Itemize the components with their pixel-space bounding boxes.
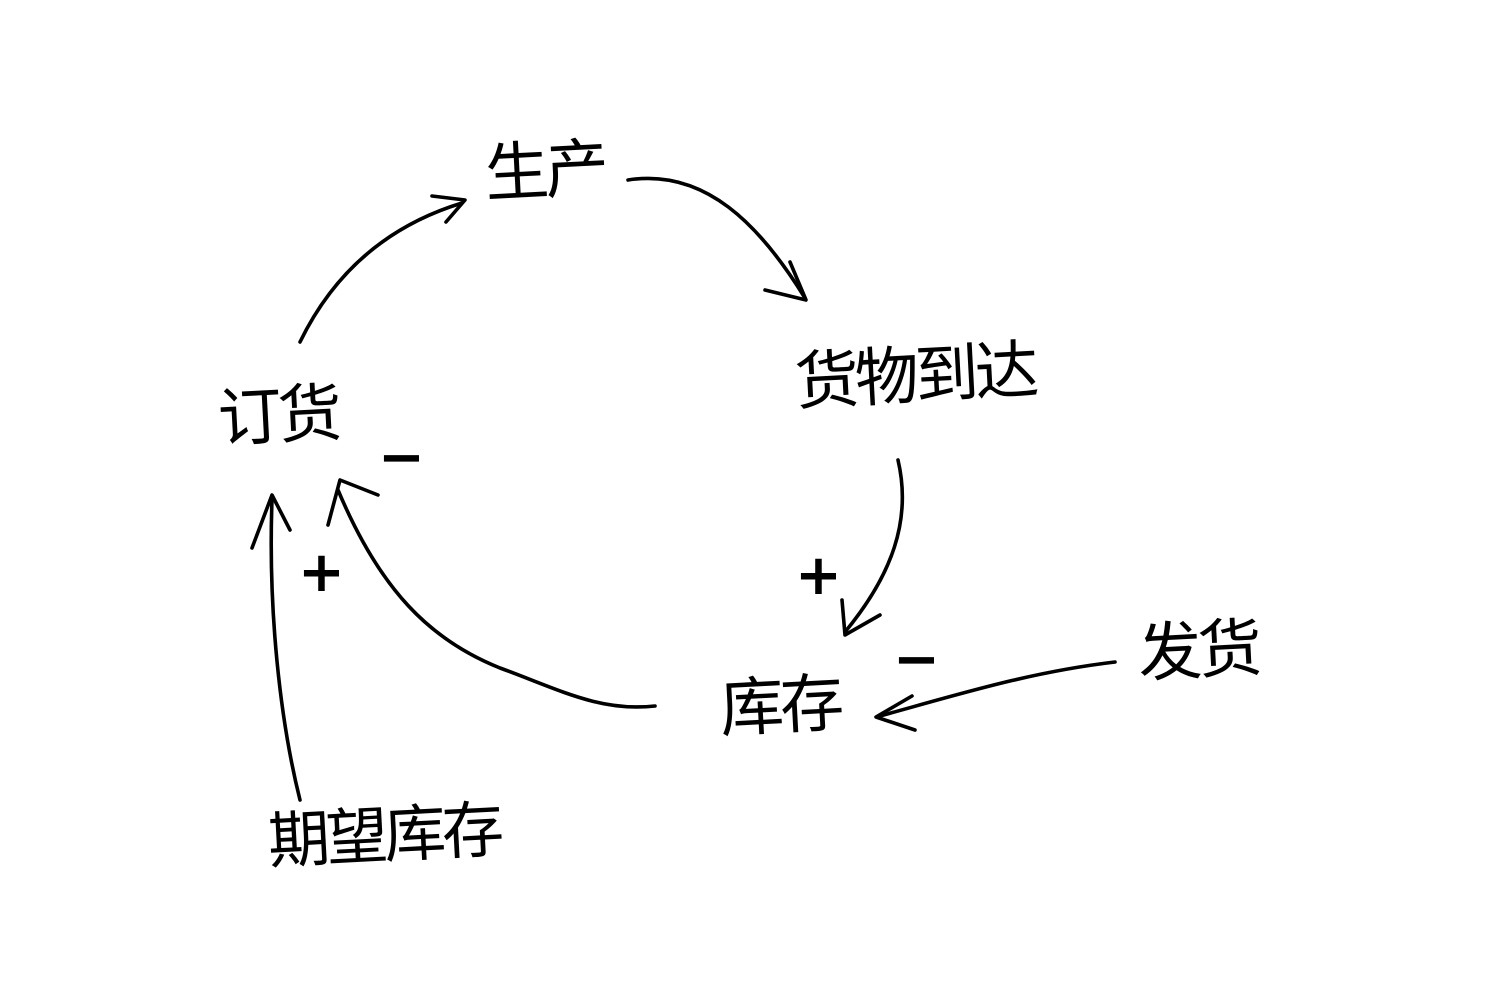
- node-ordering: 订货: [216, 376, 340, 458]
- arrowhead-ordering-right: [326, 478, 380, 527]
- arrowhead-inventory-right: [874, 694, 917, 732]
- node-arrival: 货物到达: [793, 333, 1037, 421]
- arrowhead-ordering-bottom: [250, 493, 292, 550]
- sign-inventory-to-ordering: −: [378, 425, 425, 490]
- node-production: 生产: [483, 131, 607, 213]
- node-desired-inventory: 期望库存: [266, 792, 502, 879]
- node-inventory: 库存: [718, 666, 842, 748]
- sign-arrival-to-inventory: +: [795, 543, 842, 608]
- arrow-shipping-to-inventory: [878, 660, 1117, 718]
- arrow-arrival-to-inventory: [843, 458, 905, 634]
- sign-shipping-to-inventory: −: [893, 627, 940, 692]
- arrow-desired-to-ordering: [269, 498, 302, 802]
- arrowhead-inventory-top: [840, 598, 882, 637]
- arrow-production-to-arrival: [626, 176, 807, 300]
- arrowhead-arrival: [763, 260, 808, 302]
- arrow-inventory-to-ordering: [336, 488, 657, 709]
- node-shipping: 发货: [1136, 611, 1260, 693]
- arrow-ordering-to-production: [298, 201, 464, 344]
- arrowhead-production: [430, 194, 467, 224]
- sign-desired-to-ordering: +: [298, 540, 345, 605]
